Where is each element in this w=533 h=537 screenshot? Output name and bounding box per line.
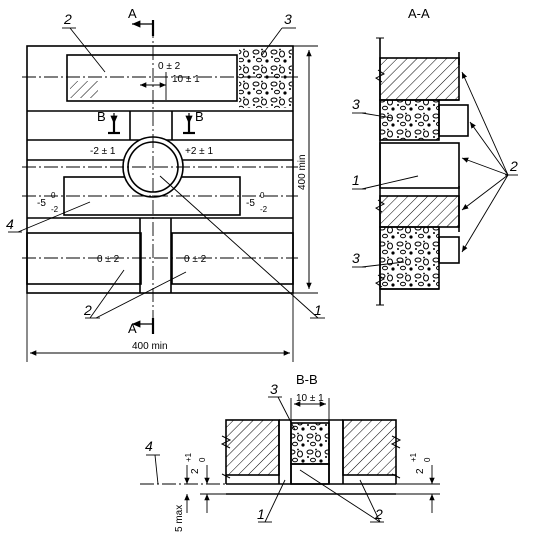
dim-bb-left-sub: 0 [198,457,207,462]
dim-right-minus-5: -5 [246,198,255,209]
dim-bb-5max: 5 max [174,505,185,532]
aa-hatched-block-top [379,57,460,101]
dim-width: 400 min [132,341,168,352]
plan-view [26,45,294,294]
callout-3-aa-top: 3 [352,96,360,112]
dim-right-sub-minus-2: -2 [260,205,268,214]
hatched-insert [70,81,98,98]
bb-pipe-plate [290,463,330,485]
callout-2-aa: 2 [509,158,518,174]
dim-minus-2: -2 ± 1 [90,146,116,157]
callout-3-aa-bottom: 3 [352,250,360,266]
section-aa [379,38,469,305]
plan-leaders [8,27,325,319]
section-aa-title: A-A [408,6,430,21]
top-opening [66,54,238,102]
cut-mark-a-top: A [128,6,137,21]
aa-break-lines [375,37,385,306]
section-bb [225,419,397,495]
centerlines [22,24,298,330]
bb-break-lines [220,435,402,479]
callout-2-bb: 2 [374,506,383,522]
callout-2-top: 2 [63,11,72,27]
bb-hatched-right [342,419,397,476]
cut-mark-b-right: B [195,109,204,124]
aa-gravel-block-bottom [379,226,440,290]
aa-plate-right-bottom [438,236,460,264]
dim-opening-offset: 10 ± 1 [172,74,200,85]
gravel-corner [239,47,292,108]
bottom-right-opening [171,232,294,285]
callout-4-bb: 4 [145,438,153,454]
dim-bb-right-sub: 0 [423,457,432,462]
section-bb-title: B-B [296,372,318,387]
dim-bottom-left: 0 ± 2 [97,254,120,265]
aa-leaders [352,71,518,268]
callout-1-bb: 1 [257,506,265,522]
callout-4-plan: 4 [6,216,14,232]
dim-bb-left-sup: +1 [184,452,193,462]
dim-bb-left-2: 2 [190,468,201,474]
cut-mark-b-left: B [97,109,106,124]
dim-bb-right-sup: +1 [409,452,418,462]
bottom-left-opening [26,232,142,285]
callout-3-top: 3 [284,11,292,27]
aa-plate-right-top [438,104,469,137]
callout-2-bottom: 2 [83,302,92,318]
aa-gravel-block-top [379,99,440,141]
bb-hatched-left [225,419,280,476]
callout-1-plan: 1 [314,302,322,318]
dim-bottom-right: 0 ± 2 [184,254,207,265]
dim-left-sub-minus-2: -2 [51,205,59,214]
dim-height: 400 min [297,154,308,190]
dim-plus-2: +2 ± 1 [185,146,213,157]
bb-gravel [290,422,330,465]
plan-outline [26,45,294,294]
callout-3-bb: 3 [270,381,278,397]
aa-hatched-block-bottom [379,195,460,228]
dim-top-opening: 0 ± 2 [158,61,181,72]
dim-right-sup-0: 0 [260,191,265,200]
dim-left-sup-0: 0 [51,191,56,200]
callout-1-aa: 1 [352,172,360,188]
bb-dimensions [140,396,440,523]
aa-pipe [379,142,460,189]
dim-bb-offset: 10 ± 1 [296,393,324,404]
plan-dimension-lines [26,45,318,362]
cut-mark-a-bottom: A [128,321,137,336]
dim-left-minus-5: -5 [37,198,46,209]
dim-bb-right-2: 2 [415,468,426,474]
